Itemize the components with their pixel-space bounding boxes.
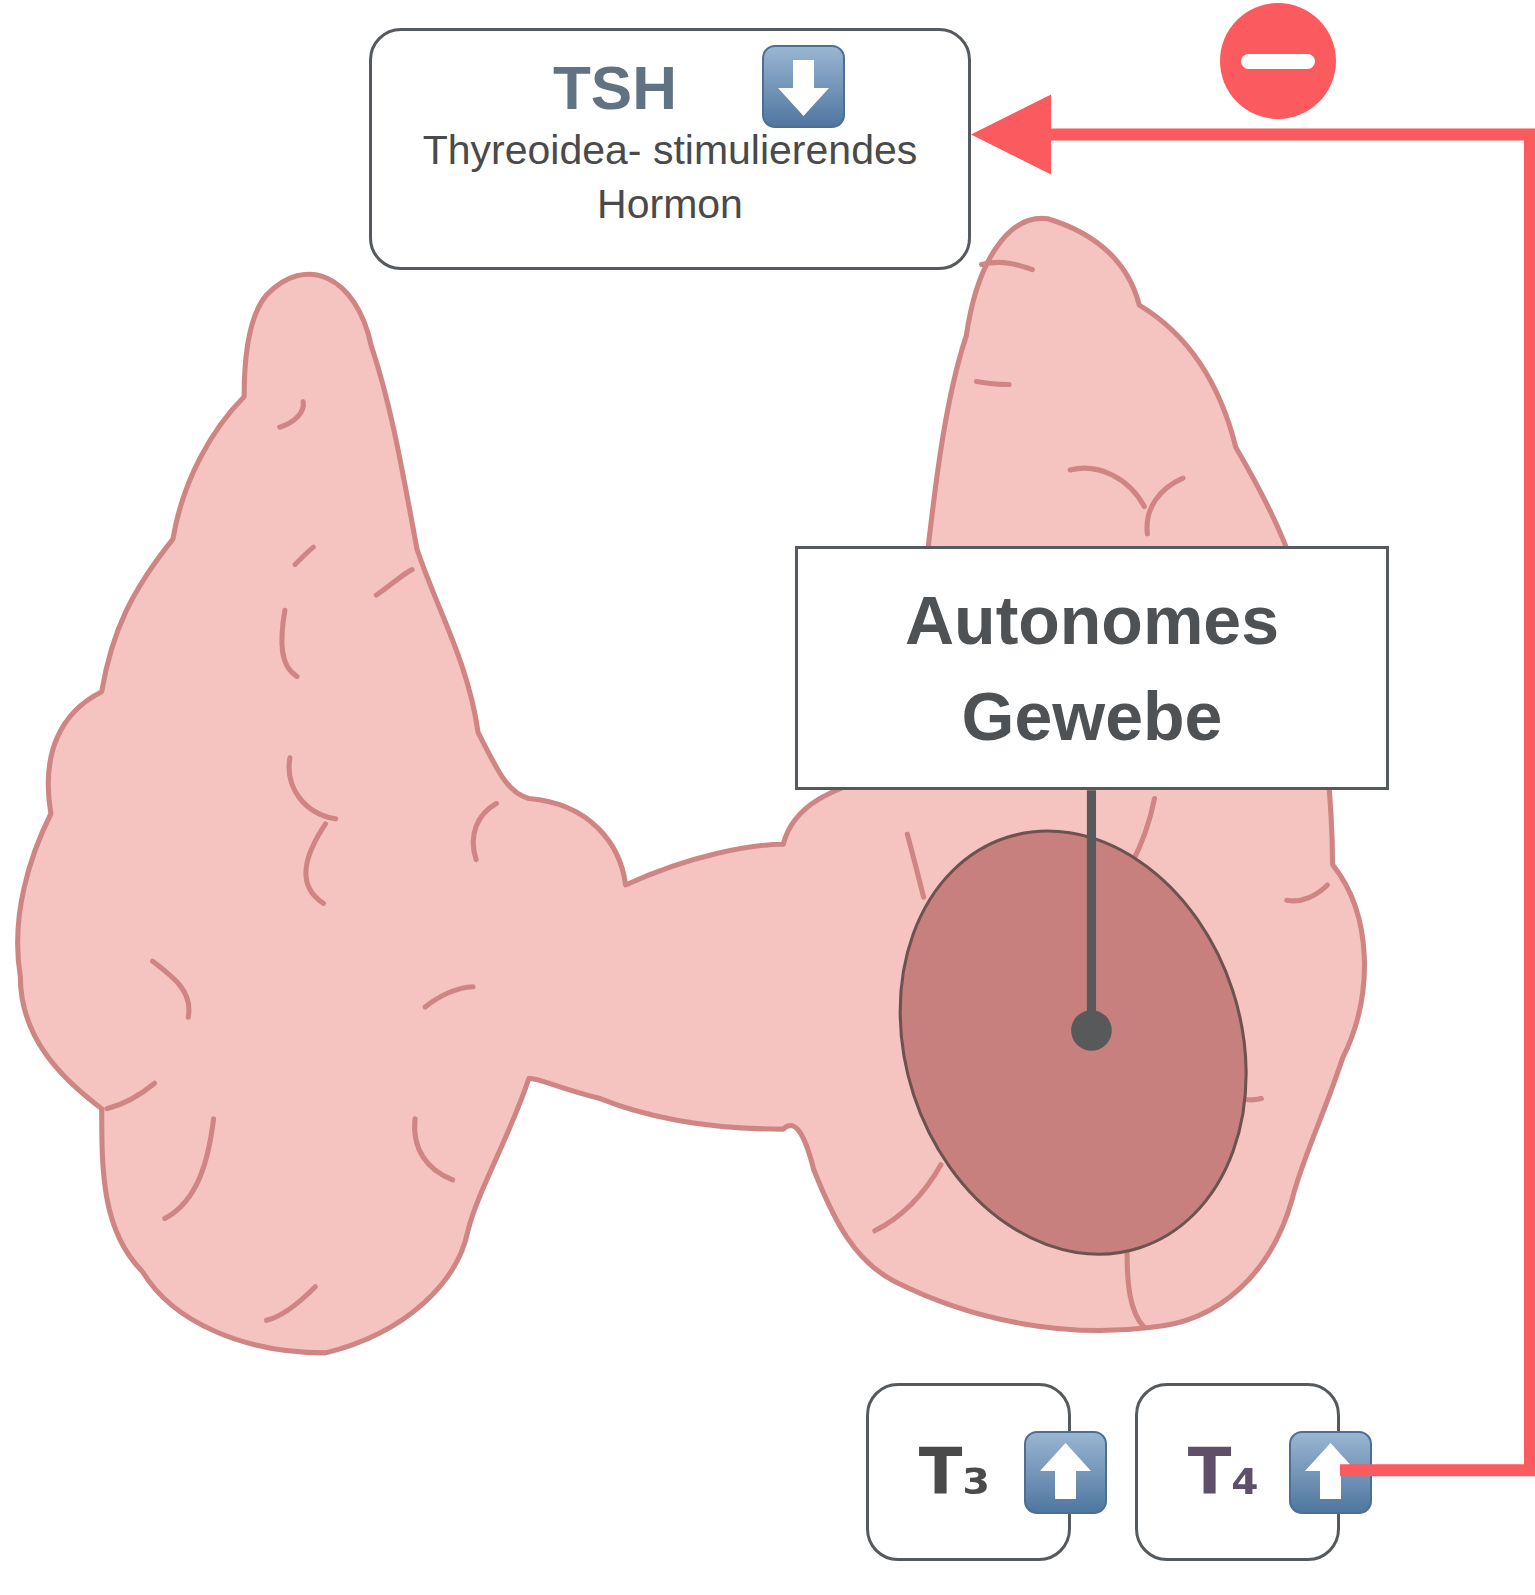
feedback-arrow (971, 94, 1530, 1470)
node-heading: T₄ (1188, 1435, 1260, 1509)
inhibition-sign (1220, 3, 1336, 119)
down-arrow-icon (763, 46, 844, 127)
callout-box: Autonomes Gewebe (795, 546, 1389, 790)
hormone-box: T₃ (866, 1383, 1071, 1561)
node-heading: TSH (553, 53, 677, 123)
node-heading: Autonomes Gewebe (822, 572, 1362, 764)
node-body: Thyreoidea- stimulierendes Hormon (410, 123, 930, 231)
up-arrow-icon (1025, 1432, 1106, 1513)
hormone-box: TSHThyreoidea- stimulierendes Hormon (369, 28, 971, 270)
leader-dot (1071, 1010, 1112, 1051)
up-arrow-icon (1290, 1432, 1371, 1513)
arrow-head (971, 94, 1051, 174)
feedback-line (1051, 134, 1530, 1470)
node-heading: T₃ (919, 1435, 991, 1509)
hormone-box: T₄ (1135, 1383, 1340, 1561)
thyroid-texture (107, 262, 1328, 1327)
leader-line (1087, 790, 1096, 1030)
autonomous-nodule (847, 786, 1300, 1300)
